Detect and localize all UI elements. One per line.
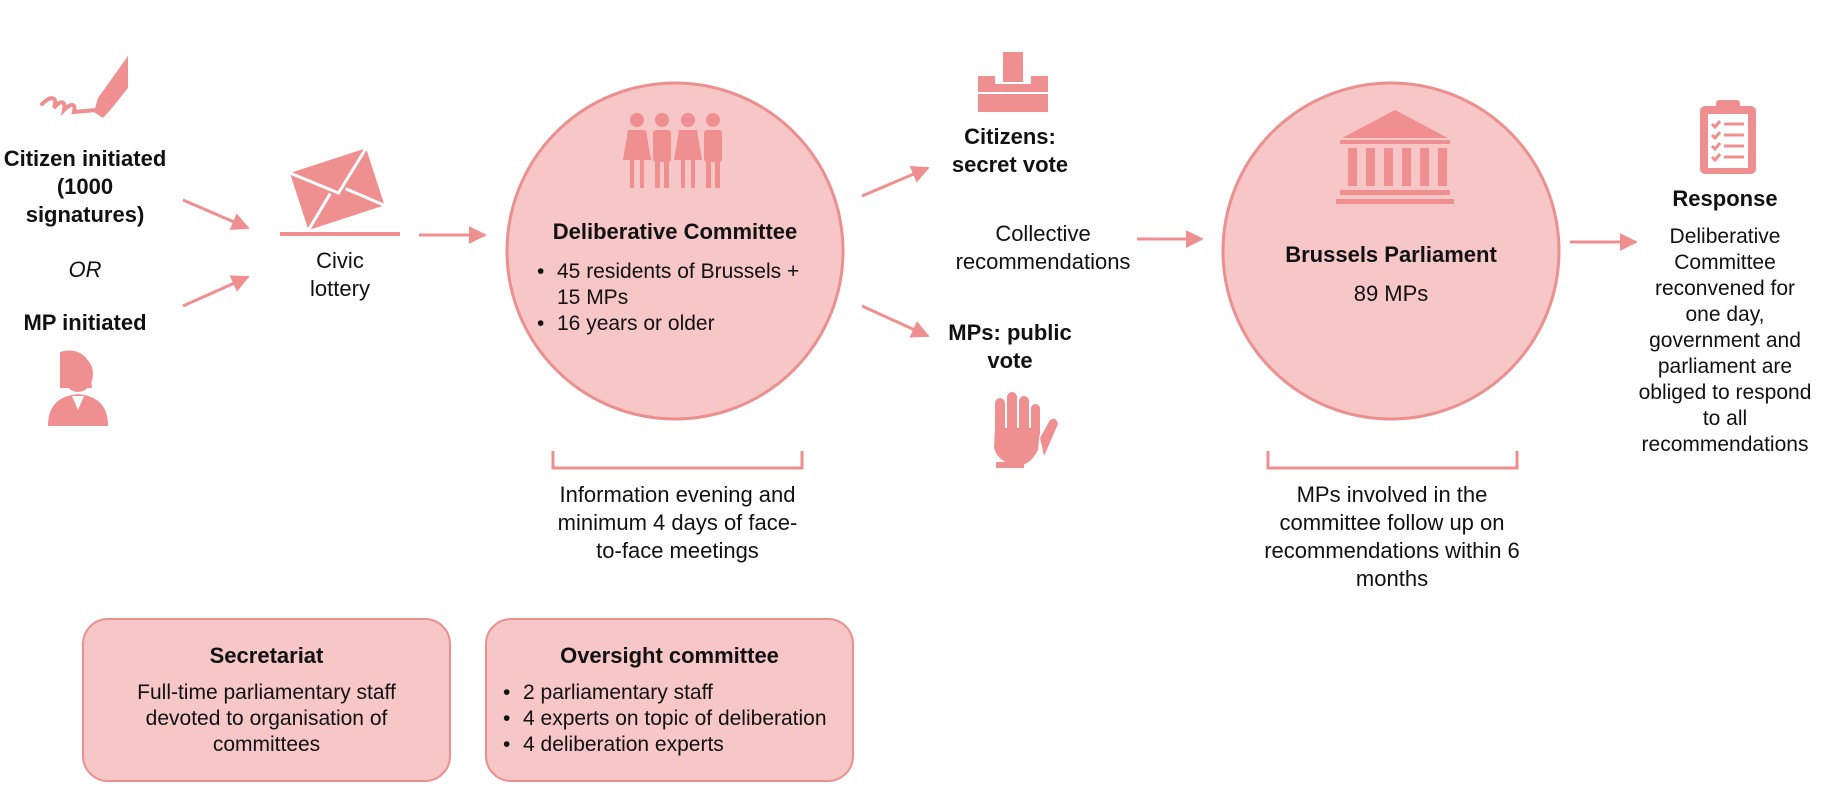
parliament-bracket [1266,451,1519,470]
mp-initiated-label: MP initiated [23,310,147,335]
oversight-bullet: 4 experts on topic of deliberation [501,706,838,732]
woman-mp-icon [48,350,108,426]
citizens-vote-label: Citizens: secret vote [951,124,1069,177]
response-text: Deliberative Committee reconvened for on… [1638,225,1812,456]
parliament-note: MPs involved in the committee follow up … [1264,482,1520,591]
deliberative-bullet: 16 years or older [535,311,820,337]
mps-vote-label: MPs: public vote [948,320,1072,373]
deliberative-committee-note: Information evening and minimum 4 days o… [557,482,798,563]
deliberative-committee-circle [505,81,845,421]
deliberative-committee-title: Deliberative Committee [552,219,798,244]
arrow-mp-to-lottery [182,275,250,308]
secretariat-text: Full-time parliamentary staff devoted to… [137,681,396,756]
oversight-title: Oversight committee [560,643,779,668]
arrow-citizen-to-lottery [182,198,250,230]
oversight-box: Oversight committee 2 parliamentary staf… [485,618,854,782]
signature-pen-icon [40,56,128,118]
oversight-bullet: 2 parliamentary staff [501,680,838,706]
people-group-icon [623,113,722,188]
arrow-committee-to-mps-vote [861,304,930,338]
secretariat-title: Secretariat [209,643,324,668]
deliberative-bullet: 45 residents of Brussels + 15 MPs [535,259,820,311]
raised-hand-icon [994,392,1058,468]
oversight-bullets: 2 parliamentary staff 4 experts on topic… [501,680,838,758]
citizen-initiated-label: Citizen initiated (1000 signatures) [3,146,167,227]
or-label: OR [68,257,102,282]
parliament-circle [1221,81,1561,421]
parliament-building-icon [1336,110,1454,204]
envelope-icon [280,147,400,236]
collective-recommendations-label: Collective recommendations [955,221,1131,274]
secretariat-box: Secretariat Full-time parliamentary staf… [82,618,451,782]
clipboard-checklist-icon [1700,100,1756,174]
oversight-bullet: 4 deliberation experts [501,732,838,758]
committee-bracket [551,451,804,470]
ballot-box-icon [978,52,1048,112]
parliament-subtitle: 89 MPs [1353,281,1429,306]
civic-lottery-label: Civic lottery [310,248,370,301]
arrow-committee-to-citizens-vote [861,166,930,198]
parliament-title: Brussels Parliament [1285,242,1497,267]
deliberative-committee-bullets: 45 residents of Brussels + 15 MPs 16 yea… [535,259,820,337]
response-title: Response [1672,186,1778,211]
